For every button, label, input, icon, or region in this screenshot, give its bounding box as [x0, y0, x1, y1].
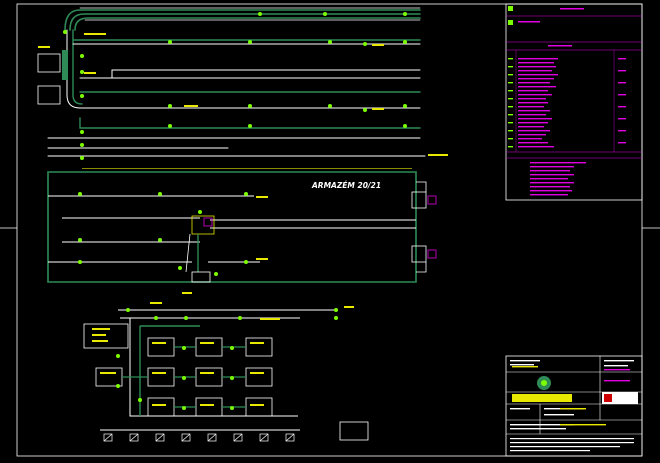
- top-valves: [63, 12, 407, 160]
- warehouse-label: ARMAZÉM 20/21: [311, 181, 381, 190]
- lower-labels: [92, 302, 354, 406]
- legend-panel: [505, 3, 643, 201]
- warehouse-labels: [82, 168, 412, 294]
- top-labels: [38, 33, 448, 156]
- title-block: [505, 355, 643, 457]
- bottom-drops: [103, 433, 295, 442]
- legend-rows: [518, 58, 586, 196]
- local-panel: [83, 323, 129, 349]
- lower-valves: [116, 308, 338, 410]
- lower-distribution: [83, 309, 369, 442]
- warehouse-valves: [78, 192, 248, 276]
- legend-symbols: [508, 58, 513, 148]
- drawing-frame: [0, 3, 660, 457]
- warehouse-outline: [47, 171, 437, 283]
